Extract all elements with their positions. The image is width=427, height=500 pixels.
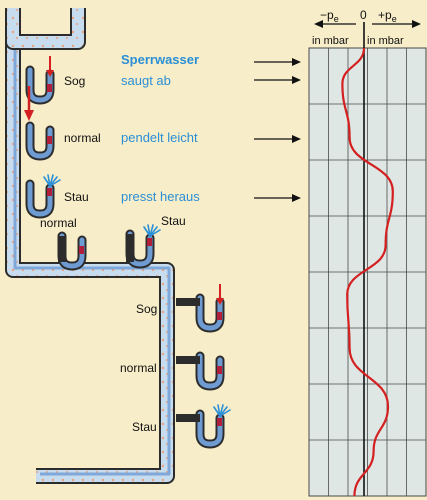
flow-arrows bbox=[24, 86, 34, 121]
lower-trap-3-water bbox=[197, 411, 223, 447]
neg-pressure-label: −pe bbox=[320, 8, 339, 24]
upper-trap-3-description: presst heraus bbox=[121, 189, 200, 204]
lower-trap-3-seal bbox=[217, 418, 222, 426]
lower-trap-2 bbox=[195, 351, 225, 391]
zero-label: 0 bbox=[360, 8, 367, 22]
pos-axis-arrow bbox=[372, 20, 421, 28]
middle-trap-1-seal bbox=[79, 246, 84, 254]
upper-trap-3 bbox=[25, 174, 61, 219]
upper-trap-1-state: Sog bbox=[64, 74, 85, 88]
lower-trap-2-state: normal bbox=[120, 361, 157, 375]
pointer-arrow bbox=[254, 135, 301, 143]
pipe-system bbox=[5, 8, 175, 484]
middle-trap-1-state: normal bbox=[40, 216, 77, 230]
pos-pressure-label: +pe bbox=[378, 8, 397, 24]
upper-trap-1-water bbox=[27, 67, 53, 103]
pointer-arrows bbox=[254, 58, 301, 202]
upper-trap-3-water bbox=[27, 181, 53, 217]
middle-trap-2-splash-icon bbox=[143, 224, 161, 237]
upper-traps bbox=[25, 56, 61, 219]
upper-trap-3-splash-icon bbox=[43, 174, 61, 187]
lower-traps bbox=[176, 284, 231, 449]
diagram-title: Sperrwasser bbox=[121, 52, 199, 67]
pointer-arrow bbox=[254, 194, 301, 202]
pressure-chart bbox=[308, 20, 427, 497]
pressure-curve bbox=[341, 47, 394, 497]
lower-trap-3-state: Stau bbox=[132, 420, 157, 434]
lower-trap-1 bbox=[195, 284, 225, 333]
upper-trap-1 bbox=[25, 56, 55, 105]
middle-trap-2-seal bbox=[147, 238, 152, 246]
upper-trap-1-seal bbox=[47, 84, 52, 92]
lower-trap-2-water bbox=[197, 353, 223, 389]
upper-trap-2-water bbox=[27, 123, 53, 159]
upper-trap-1-description: saugt ab bbox=[121, 73, 171, 88]
pointer-arrow bbox=[254, 76, 301, 84]
chart-grid bbox=[309, 48, 426, 496]
pointer-arrow bbox=[254, 58, 301, 66]
top-inlet-fill bbox=[7, 8, 84, 48]
lower-trap-1-state: Sog bbox=[136, 302, 157, 316]
lower-trap-1-seal bbox=[217, 312, 222, 320]
lower-trap-3-splash-icon bbox=[213, 404, 231, 417]
upper-trap-2 bbox=[25, 121, 55, 161]
neg-axis-arrow bbox=[314, 20, 356, 28]
lower-trap-3 bbox=[195, 404, 231, 449]
neg-unit-label: in mbar bbox=[312, 35, 349, 47]
upper-trap-2-description: pendelt leicht bbox=[121, 130, 198, 145]
main-stack-water bbox=[13, 30, 171, 476]
lower-trap-2-seal bbox=[217, 366, 222, 374]
middle-trap-2 bbox=[125, 224, 161, 269]
upper-trap-2-state: normal bbox=[64, 131, 101, 145]
upper-trap-3-state: Stau bbox=[64, 190, 89, 204]
middle-trap-2-state: Stau bbox=[161, 214, 186, 228]
upper-trap-3-seal bbox=[47, 188, 52, 196]
pos-unit-label: in mbar bbox=[367, 35, 404, 47]
upper-trap-2-seal bbox=[47, 136, 52, 144]
lower-trap-1-water bbox=[197, 295, 223, 331]
middle-traps bbox=[57, 224, 161, 271]
main-stack-upper-fill bbox=[7, 8, 173, 482]
